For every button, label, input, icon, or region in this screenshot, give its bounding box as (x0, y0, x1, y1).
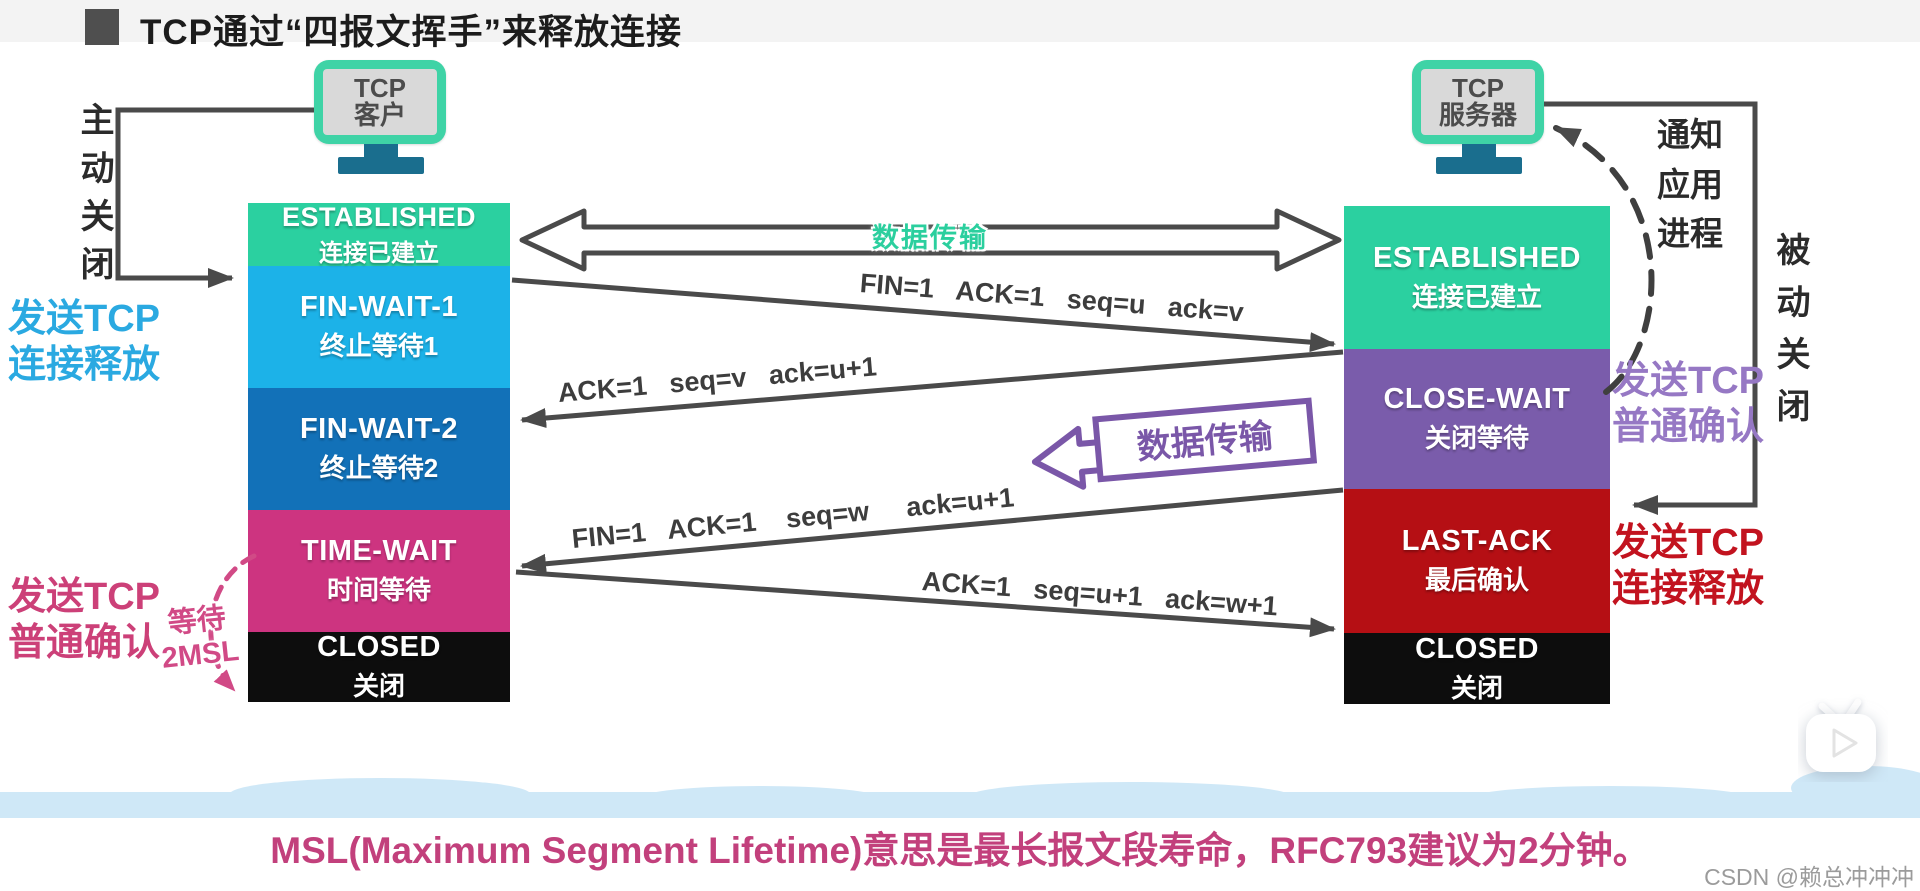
state-cn-label: 关闭 (1450, 672, 1503, 703)
state-en-label: FIN-WAIT-2 (299, 413, 459, 445)
server-monitor: TCP 服务器 (1412, 60, 1544, 144)
client-monitor-stand-neck (364, 144, 398, 157)
state-en-label: CLOSED (317, 631, 441, 663)
top-strip (0, 0, 1920, 42)
page-title: TCP通过“四报文挥手”来释放连接 (140, 13, 683, 52)
state-cn-label: 终止等待1 (319, 331, 439, 361)
data-transfer-mid-arrow: 数据传输 (1031, 397, 1318, 490)
play-triangle-icon (1832, 728, 1858, 758)
fin-message-1-label: FIN=1 ACK=1 seq=u ack=v (858, 268, 1245, 328)
state-cn-label: 时间等待 (326, 575, 431, 605)
state-box-close-wait: CLOSE-WAIT 关闭等待 (1344, 349, 1610, 489)
data-transfer-mid-label: 数据传输 (1135, 417, 1275, 467)
fin-message-2-label: FIN=1 ACK=1 seq=w ack=u+1 (570, 482, 1016, 554)
state-box-fin-wait-2: FIN-WAIT-2 终止等待2 (248, 388, 510, 510)
client-monitor-label: TCP 客户 (323, 69, 437, 135)
data-transfer-mid-arrowhead (1031, 425, 1105, 490)
state-box-closed: CLOSED 关闭 (248, 631, 510, 702)
state-cn-label: 最后确认 (1424, 565, 1529, 595)
client-monitor-stand-base (338, 157, 424, 174)
state-cn-label: 终止等待2 (319, 453, 439, 483)
state-en-label: CLOSE-WAIT (1383, 383, 1571, 415)
server-monitor-stand-base (1436, 157, 1522, 174)
state-en-label: TIME-WAIT (301, 535, 457, 567)
state-box-established: ESTABLISHED 连接已建立 (248, 201, 510, 267)
msl-footnote: MSL(Maximum Segment Lifetime)意思是最长报文段寿命，… (270, 830, 1650, 871)
send-tcp-ack-right-label: 发送TCP 普通确认 (1612, 360, 1765, 449)
client-monitor: TCP 客户 (314, 60, 446, 144)
state-box-fin-wait-1: FIN-WAIT-1 终止等待1 (248, 266, 510, 388)
title-bullet-square (85, 9, 119, 45)
server-state-column: ESTABLISHED 连接已建立 CLOSE-WAIT 关闭等待 LAST-ACK 最后… (1344, 206, 1610, 704)
notify-application-label: 通知 应用 进程 (1657, 116, 1723, 252)
server-monitor-stand-neck (1462, 144, 1496, 157)
state-cn-label: 连接已建立 (319, 239, 439, 267)
state-box-established: ESTABLISHED 连接已建立 (1344, 206, 1610, 349)
active-close-label: 主动关闭 (75, 102, 113, 294)
passive-close-label: 被动关闭 (1771, 232, 1809, 440)
csdn-watermark: CSDN @赖总冲冲冲 (1704, 864, 1914, 890)
send-tcp-ack-left-label: 发送TCP 普通确认 (8, 576, 161, 665)
wait-2msl-label: 等待 2MSL (160, 602, 241, 676)
data-transfer-top-label: 数据传输 (872, 223, 988, 253)
data-transfer-mid-box (1092, 397, 1318, 483)
state-en-label: LAST-ACK (1401, 525, 1553, 557)
state-cn-label: 关闭 (352, 671, 405, 701)
state-en-label: ESTABLISHED (281, 201, 476, 232)
ack-message-1-label: ACK=1 seq=v ack=u+1 (556, 351, 878, 408)
state-en-label: FIN-WAIT-1 (299, 291, 459, 323)
state-box-closed: CLOSED 关闭 (1344, 633, 1610, 704)
state-box-last-ack: LAST-ACK 最后确认 (1344, 489, 1610, 633)
state-cn-label: 连接已建立 (1411, 281, 1542, 312)
server-monitor-label: TCP 服务器 (1421, 69, 1535, 135)
state-en-label: ESTABLISHED (1373, 241, 1581, 274)
send-tcp-release-right-label: 发送TCP 连接释放 (1612, 522, 1765, 611)
ack-message-2-label: ACK=1 seq=u+1 ack=w+1 (920, 566, 1279, 622)
send-tcp-release-left-label: 发送TCP 连接释放 (8, 298, 161, 387)
footer-cloud-strip (0, 766, 1920, 818)
play-tv-icon (1806, 698, 1876, 772)
state-cn-label: 关闭等待 (1424, 423, 1529, 453)
state-box-time-wait: TIME-WAIT 时间等待 (248, 510, 510, 632)
state-en-label: CLOSED (1415, 632, 1539, 665)
